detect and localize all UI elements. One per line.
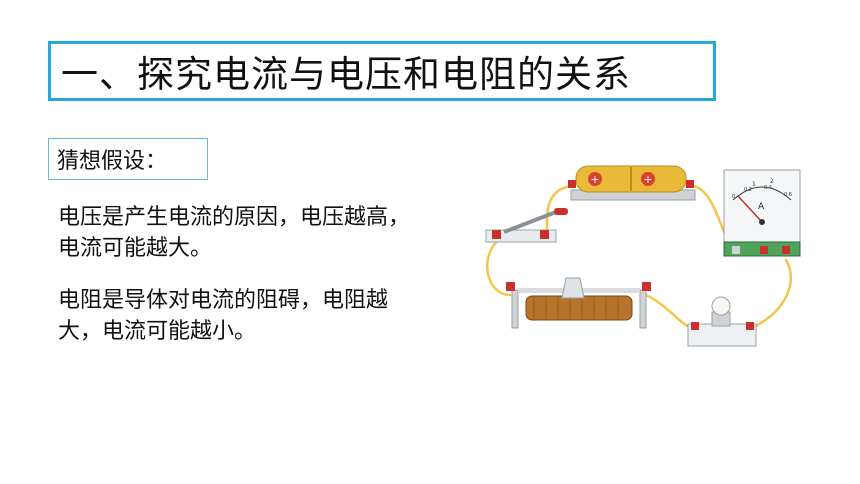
rheostat-icon	[506, 277, 651, 329]
hypothesis-box: 猜想假设：	[48, 138, 208, 180]
ammeter-icon: A 1 2 0 0.2 0.4 0.6	[723, 169, 801, 257]
ammeter-scale-top-1: 1	[752, 181, 756, 188]
battery-icon: + +	[568, 165, 696, 201]
switch-icon	[485, 208, 568, 243]
ammeter-scale-top-2: 2	[770, 178, 774, 185]
title-box: 一、探究电流与电压和电阻的关系	[48, 41, 716, 101]
ammeter-scale-0: 0	[732, 194, 735, 200]
ammeter-scale-3: 0.6	[784, 192, 792, 198]
hypothesis-voltage-text: 电压是产生电流的原因，电压越高，电流可能越大。	[58, 205, 411, 261]
battery-plus-1: +	[590, 173, 599, 186]
circuit-diagram: + + A 1 2 0 0.2 0.4 0.6	[485, 165, 801, 347]
hypothesis-label: 猜想假设：	[57, 149, 168, 174]
battery-plus-2: +	[643, 173, 652, 186]
ammeter-scale-2: 0.4	[764, 185, 772, 191]
ammeter-scale-1: 0.2	[744, 187, 752, 193]
page-title: 一、探究电流与电压和电阻的关系	[61, 53, 631, 96]
lamp-icon	[687, 296, 757, 347]
hypothesis-resistance-text: 电阻是导体对电流的阻碍，电阻越大，电流可能越小。	[58, 288, 389, 344]
ammeter-unit: A	[758, 202, 765, 212]
